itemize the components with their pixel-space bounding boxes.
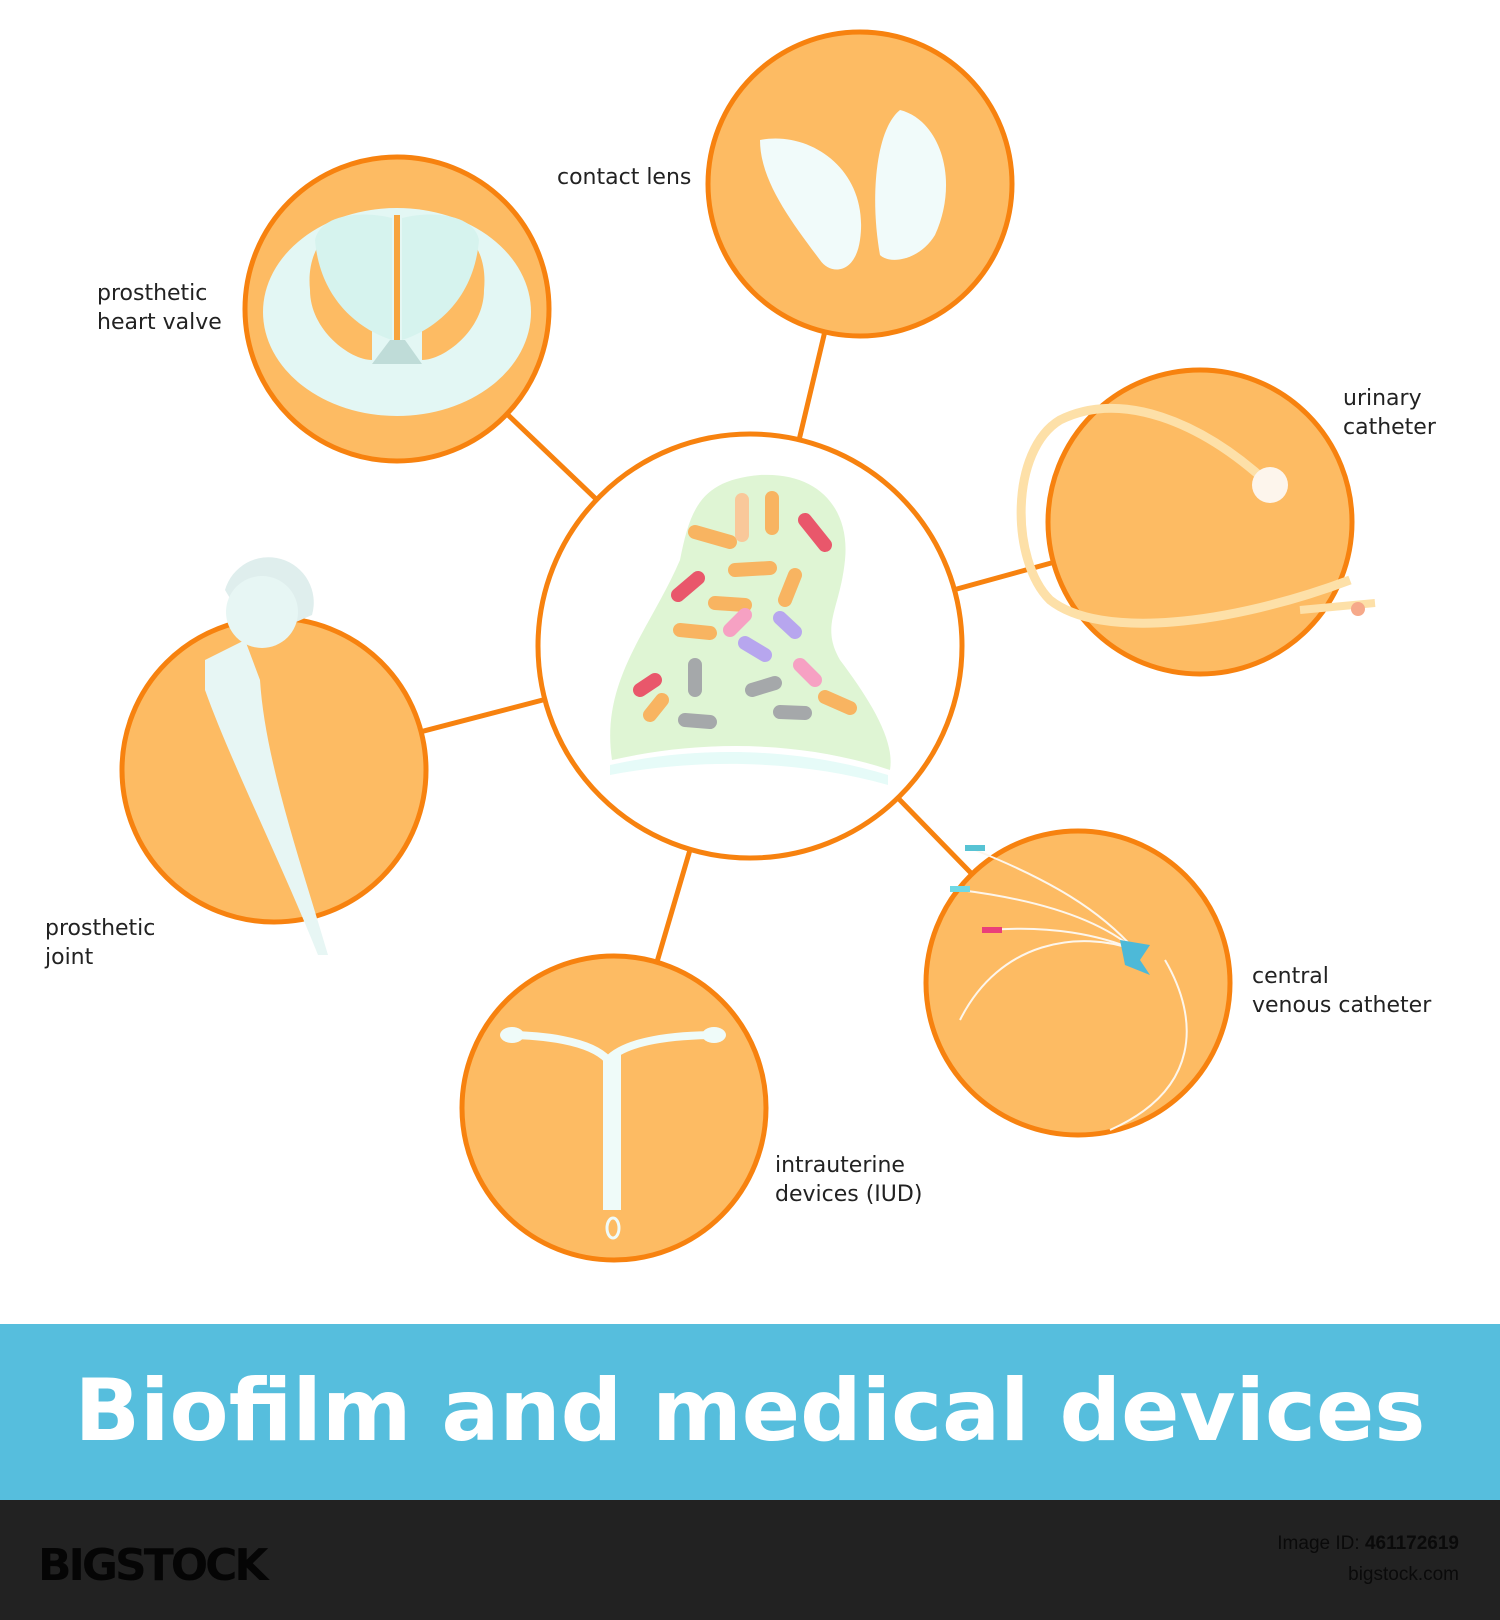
labels: contact lens prosthetic heart valve urin…	[44, 165, 1437, 1207]
title-banner	[0, 1324, 1500, 1500]
image-id-label: Image ID:	[1277, 1533, 1359, 1554]
label-joint-1: prosthetic	[45, 916, 155, 941]
label-heart-valve-2: heart valve	[97, 310, 222, 335]
image-id-value: 461172619	[1365, 1533, 1459, 1554]
footer-logo: BIGSTOCK	[38, 1540, 270, 1591]
device-central-venous-catheter	[923, 828, 1233, 1138]
footer	[0, 1500, 1500, 1620]
lens-icon	[875, 110, 947, 260]
device-prosthetic-joint	[119, 557, 429, 955]
footer-site: bigstock.com	[1348, 1564, 1459, 1585]
label-urinary-2: catheter	[1343, 415, 1437, 440]
bacteria	[633, 491, 857, 729]
device-heart-valve	[242, 154, 552, 464]
label-cvc-2: venous catheter	[1252, 993, 1432, 1018]
page-title: Biofilm and medical devices	[75, 1361, 1426, 1461]
label-iud-2: devices (IUD)	[775, 1182, 922, 1207]
label-contact-lens: contact lens	[557, 165, 691, 190]
device-contact-lens	[705, 29, 1015, 339]
label-iud-1: intrauterine	[775, 1153, 905, 1178]
label-joint-2: joint	[44, 945, 94, 970]
lens-icon	[760, 138, 862, 270]
label-cvc-1: central	[1252, 964, 1329, 989]
label-urinary-1: urinary	[1343, 386, 1422, 411]
device-urinary-catheter	[1016, 367, 1376, 677]
label-heart-valve-1: prosthetic	[97, 281, 207, 306]
biofilm-circle	[535, 431, 965, 861]
joint-stem-icon	[205, 640, 328, 955]
device-iud	[459, 953, 769, 1263]
catheter-tube-icon	[1016, 403, 1352, 628]
image-id: Image ID: 461172619	[1277, 1533, 1459, 1554]
